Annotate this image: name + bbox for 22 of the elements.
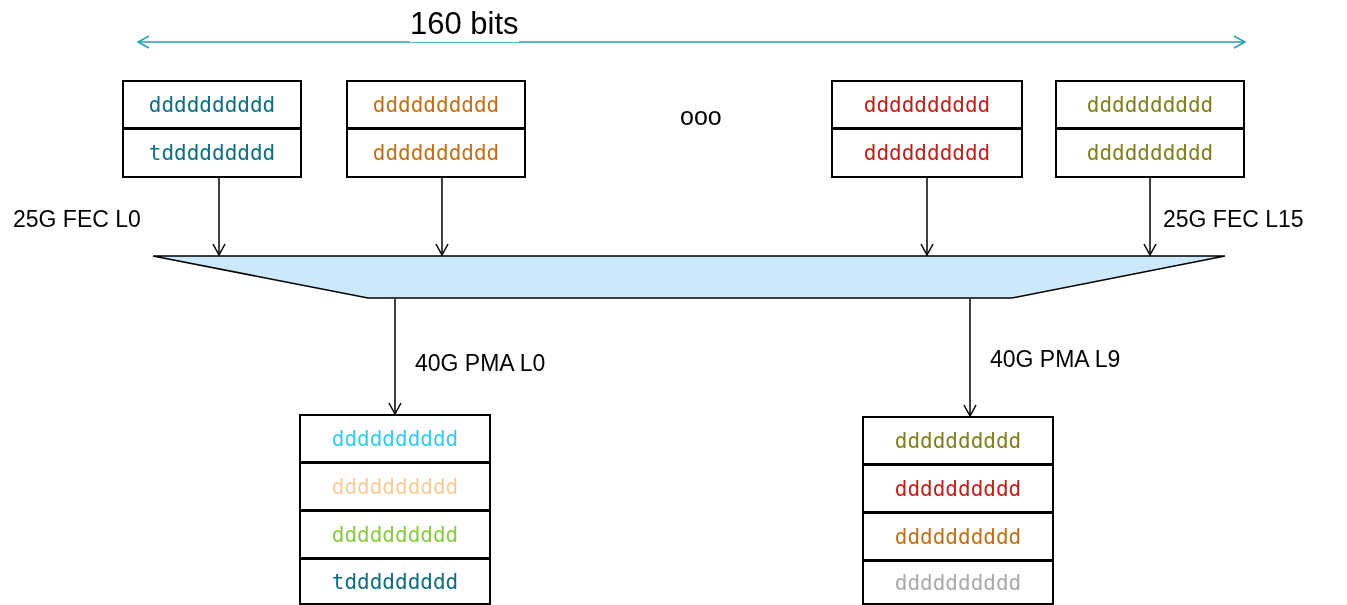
arrow [435, 177, 449, 256]
bit-row: dddddddddd [346, 80, 526, 129]
bit-row: dddddddddd [862, 416, 1054, 465]
bit-row: dddddddddd [299, 462, 491, 511]
bit-row: dddddddddd [1055, 80, 1245, 129]
bit-row: tddddddddd [299, 558, 491, 605]
bit-row: dddddddddd [862, 464, 1054, 513]
bit-row: dddddddddd [862, 512, 1054, 561]
bit-row: dddddddddd [346, 128, 526, 178]
bit-row: dddddddddd [299, 510, 491, 559]
arrow [212, 177, 226, 256]
bit-row: dddddddddd [831, 80, 1023, 129]
arrow [388, 298, 402, 415]
bit-row: dddddddddd [299, 414, 491, 463]
arrow [963, 298, 977, 417]
bit-row: tddddddddd [122, 128, 302, 178]
bit-row: dddddddddd [831, 128, 1023, 178]
bit-row: dddddddddd [862, 560, 1054, 605]
bit-row: dddddddddd [1055, 128, 1245, 178]
arrow [1143, 177, 1157, 256]
bit-row: dddddddddd [122, 80, 302, 129]
arrow [920, 177, 934, 256]
